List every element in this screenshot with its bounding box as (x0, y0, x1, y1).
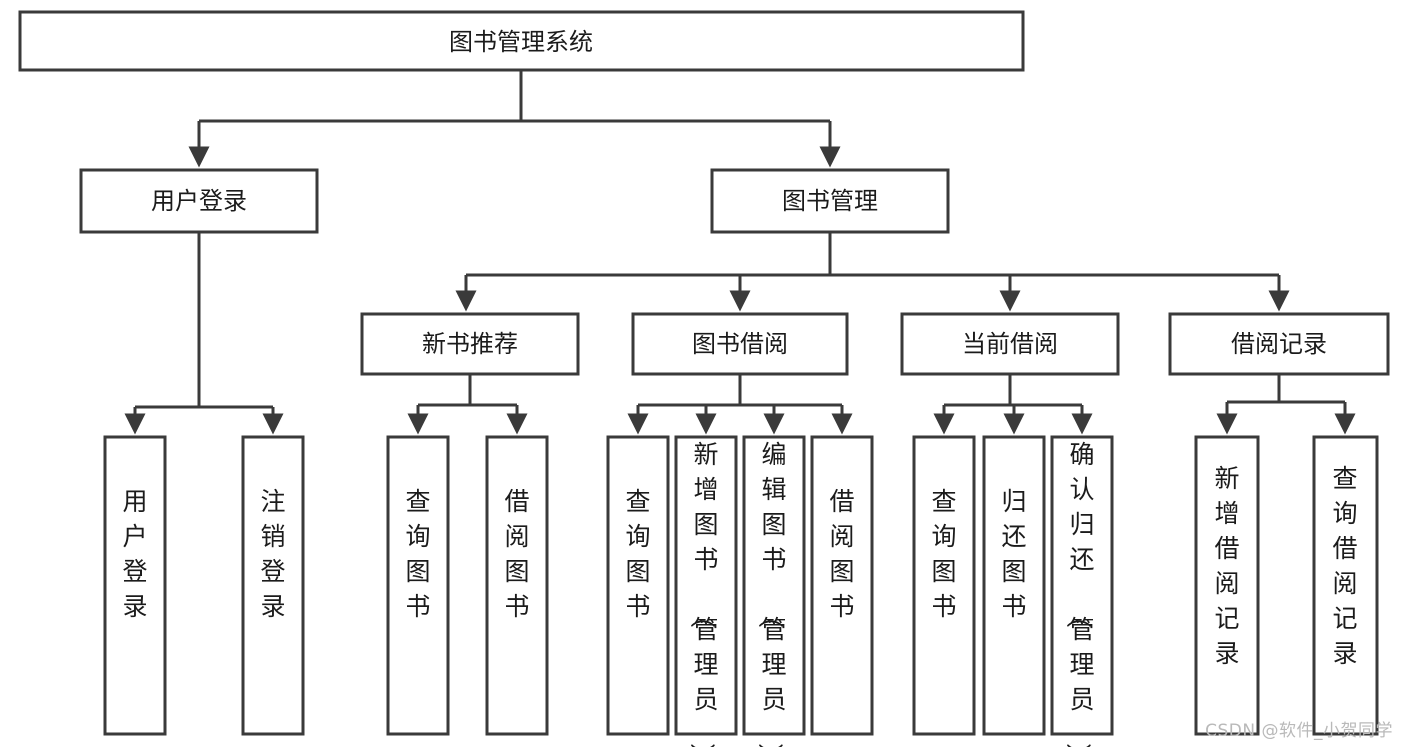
node-book-borrow[interactable]: 图书借阅 (631, 312, 849, 376)
node-leaf-query-book-borrow-box[interactable] (606, 435, 670, 736)
node-leaf-query-book-recommend-box[interactable] (386, 435, 450, 736)
node-leaf-borrow-book-recommend[interactable]: 借阅图书 (485, 435, 549, 736)
node-book-manage[interactable]: 图书管理 (710, 168, 950, 234)
node-user-login[interactable]: 用户登录 (79, 168, 319, 234)
node-layer: 图书管理系统 用户登录 图书管理 新书推荐 图书借阅 当前借阅 借阅记录 (18, 10, 1390, 747)
node-leaf-edit-book-admin-label: 编辑图书（管理员） (755, 440, 786, 747)
node-leaf-borrow-book-recommend-box[interactable] (485, 435, 549, 736)
node-leaf-borrow-book-box[interactable] (810, 435, 874, 736)
node-leaf-query-book-recommend-label: 查询图书 (405, 487, 430, 621)
node-leaf-add-borrow-record-box[interactable] (1194, 435, 1260, 736)
node-user-login-box[interactable] (79, 168, 319, 234)
node-book-borrow-label: 图书借阅 (692, 330, 788, 358)
node-book-manage-label: 图书管理 (782, 187, 878, 215)
csdn-watermark: CSDN @软件_小贺同学 (1205, 721, 1393, 741)
node-current-borrow-label: 当前借阅 (962, 330, 1058, 358)
node-root[interactable]: 图书管理系统 (18, 10, 1025, 72)
node-leaf-query-book-current-box[interactable] (912, 435, 976, 736)
node-leaf-logout-login-box[interactable] (241, 435, 305, 736)
node-leaf-user-login-box[interactable] (103, 435, 167, 736)
node-leaf-confirm-return-admin-label: 确认归还（管理员） (1063, 440, 1094, 747)
node-leaf-logout-login[interactable]: 注销登录 (241, 435, 305, 736)
node-book-manage-box[interactable] (710, 168, 950, 234)
node-user-login-label: 用户登录 (151, 187, 247, 215)
node-borrow-record-label: 借阅记录 (1231, 330, 1327, 358)
node-new-book-recommend-label: 新书推荐 (422, 330, 518, 358)
edge-layer (124, 70, 1356, 435)
node-leaf-confirm-return-admin[interactable]: 确认归还（管理员） (1050, 435, 1114, 747)
node-leaf-query-borrow-record[interactable]: 查询借阅记录 (1312, 435, 1379, 736)
node-borrow-record-box[interactable] (1168, 312, 1390, 376)
node-leaf-add-book-admin[interactable]: 新增图书（管理员） (674, 435, 738, 747)
node-leaf-query-borrow-record-box[interactable] (1312, 435, 1379, 736)
node-root-box[interactable] (18, 10, 1025, 72)
node-current-borrow[interactable]: 当前借阅 (900, 312, 1120, 376)
node-leaf-add-borrow-record[interactable]: 新增借阅记录 (1194, 435, 1260, 736)
node-new-book-recommend-box[interactable] (360, 312, 580, 376)
node-book-borrow-box[interactable] (631, 312, 849, 376)
node-leaf-user-login-label: 用户登录 (122, 487, 147, 621)
node-new-book-recommend[interactable]: 新书推荐 (360, 312, 580, 376)
node-leaf-query-book-borrow[interactable]: 查询图书 (606, 435, 670, 736)
node-leaf-add-book-admin-label: 新增图书（管理员） (687, 440, 718, 747)
node-leaf-user-login[interactable]: 用户登录 (103, 435, 167, 736)
node-leaf-borrow-book[interactable]: 借阅图书 (810, 435, 874, 736)
node-leaf-borrow-book-label: 借阅图书 (829, 487, 854, 621)
node-leaf-add-book-admin-box[interactable] (674, 435, 738, 736)
node-leaf-edit-book-admin[interactable]: 编辑图书（管理员） (742, 435, 806, 747)
node-leaf-return-book-label: 归还图书 (1001, 487, 1026, 621)
node-leaf-logout-login-label: 注销登录 (260, 487, 285, 621)
node-leaf-edit-book-admin-box[interactable] (742, 435, 806, 736)
node-borrow-record[interactable]: 借阅记录 (1168, 312, 1390, 376)
node-leaf-query-book-current-label: 查询图书 (931, 487, 956, 621)
node-current-borrow-box[interactable] (900, 312, 1120, 376)
node-leaf-query-book-recommend[interactable]: 查询图书 (386, 435, 450, 736)
node-leaf-query-borrow-record-label: 查询借阅记录 (1332, 464, 1357, 668)
node-leaf-borrow-book-recommend-label: 借阅图书 (504, 487, 529, 621)
node-leaf-query-book-current[interactable]: 查询图书 (912, 435, 976, 736)
node-leaf-confirm-return-admin-box[interactable] (1050, 435, 1114, 736)
node-leaf-return-book[interactable]: 归还图书 (982, 435, 1046, 736)
node-root-label: 图书管理系统 (449, 28, 593, 56)
node-leaf-add-borrow-record-label: 新增借阅记录 (1214, 464, 1239, 668)
node-leaf-query-book-borrow-label: 查询图书 (625, 487, 650, 621)
node-leaf-return-book-box[interactable] (982, 435, 1046, 736)
